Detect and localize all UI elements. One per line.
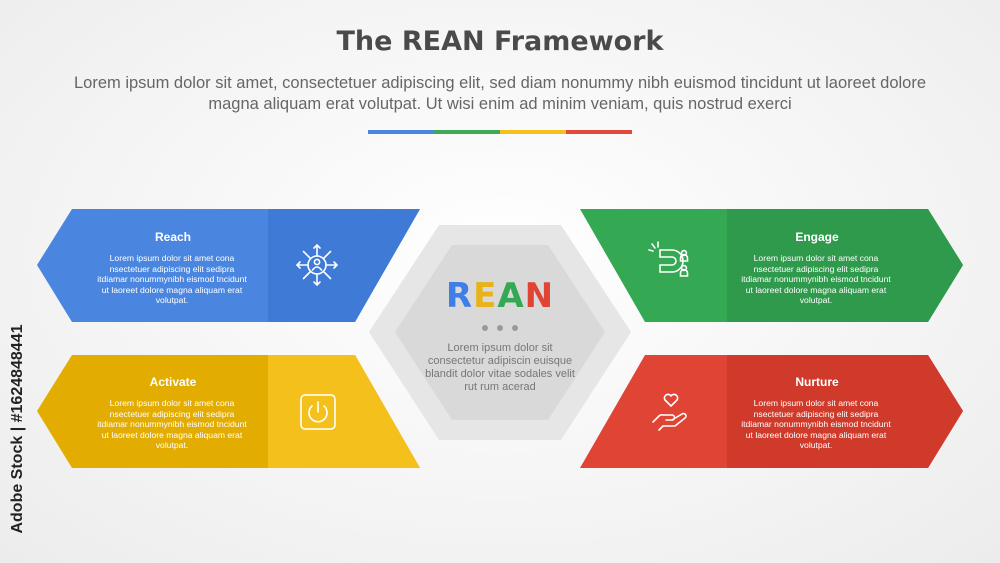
reach-body: Lorem ipsum dolor sit amet cona nsectetu… [97, 253, 247, 306]
hub-letter-n: N [524, 276, 555, 316]
underline-segment-blue [368, 130, 434, 134]
power-button-icon [300, 394, 336, 430]
engage-body: Lorem ipsum dolor sit amet cona nsectetu… [741, 253, 891, 306]
hub-letter-r: R [445, 276, 474, 316]
hub-letter-e: E [473, 276, 498, 316]
activate-body: Lorem ipsum dolor sit amet cona nsectetu… [97, 398, 247, 451]
underline-segment-green [434, 130, 500, 134]
watermark-text: Adobe Stock | #1624848441 [9, 324, 26, 534]
title-underline [368, 130, 632, 134]
reach-title: Reach [154, 230, 192, 244]
activate-icon-zone [268, 355, 420, 468]
heart-hand-icon [652, 393, 687, 431]
nurture-text-zone [727, 355, 963, 468]
hub-dots [482, 325, 518, 331]
engage-title: Engage [795, 230, 839, 244]
hub-body: Lorem ipsum dolor sit consectetur adipis… [425, 342, 575, 393]
reach-icon-zone [268, 209, 420, 322]
page-title: The REAN Framework [336, 26, 664, 57]
nurture-title: Nurture [795, 375, 839, 389]
watermark: Adobe Stock | #1624848441 [4, 316, 28, 552]
hub-hexagon-inner [395, 245, 605, 420]
hub-letter-a: A [497, 276, 525, 316]
underline-segment-red [566, 130, 632, 134]
engage-text-zone [727, 209, 963, 322]
hub-title: REAN [400, 276, 600, 316]
magnet-people-icon [648, 241, 689, 277]
network-person-icon [295, 243, 339, 287]
underline-segment-yellow [500, 130, 566, 134]
page-subtitle: Lorem ipsum dolor sit amet, consectetuer… [73, 74, 927, 113]
nurture-body: Lorem ipsum dolor sit amet cona nsectetu… [741, 398, 891, 451]
activate-title: Activate [149, 375, 197, 389]
